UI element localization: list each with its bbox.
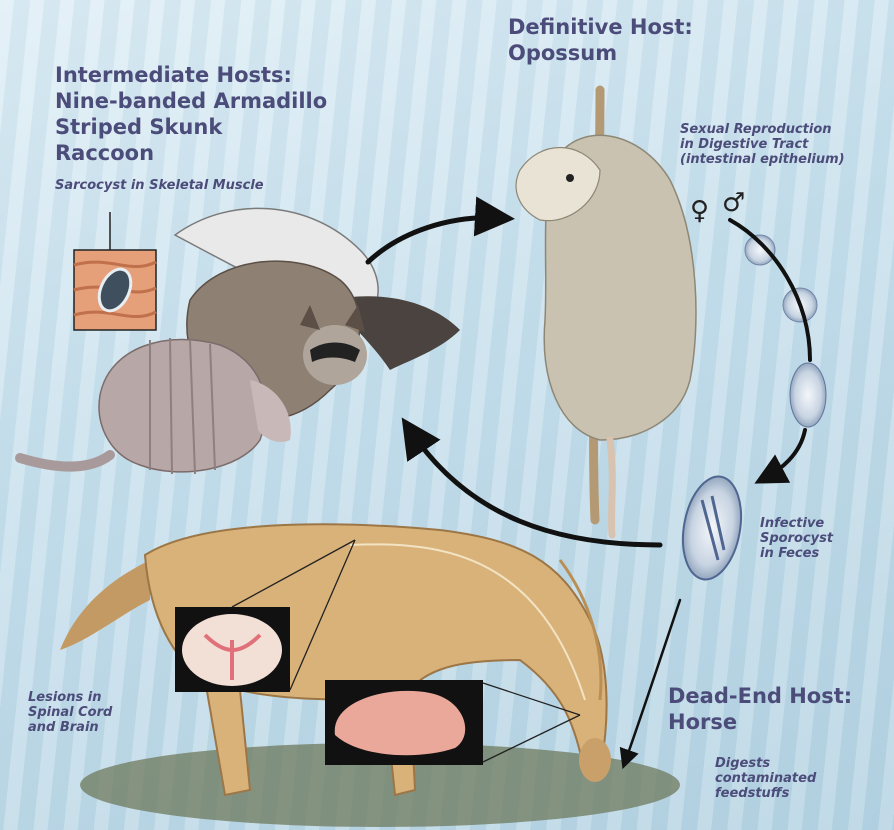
note-line: Sporocyst [760, 531, 833, 546]
note-line: feedstuffs [715, 786, 816, 801]
arrow-to-sporocyst [765, 430, 805, 478]
definitive-title-line: Opossum [508, 40, 693, 66]
note-line: Infective [760, 516, 833, 531]
dead-end-title-line: Horse [668, 709, 852, 735]
digests-feedstuffs-note: Digests contaminated feedstuffs [715, 756, 816, 801]
intermediate-hosts-title: Intermediate Hosts: Nine-banded Armadill… [55, 62, 327, 166]
arrow-intermediate-to-opossum [368, 218, 500, 262]
note-line: contaminated [715, 771, 816, 786]
opossum [516, 90, 696, 535]
note-line: and Brain [28, 720, 112, 735]
note-line: Digests [715, 756, 816, 771]
intermediate-title-line: Intermediate Hosts: [55, 62, 327, 88]
note-line: Lesions in [28, 690, 112, 705]
definitive-host-title: Definitive Host: Opossum [508, 14, 693, 66]
female-symbol: ♀ [690, 196, 709, 226]
lesions-note: Lesions in Spinal Cord and Brain [28, 690, 112, 735]
dead-end-host-title: Dead-End Host: Horse [668, 683, 852, 735]
intermediate-title-line: Striped Skunk [55, 114, 327, 140]
dead-end-title-line: Dead-End Host: [668, 683, 852, 709]
sexual-reproduction-note: Sexual Reproduction in Digestive Tract (… [680, 122, 845, 167]
infective-sporocyst-note: Infective Sporocyst in Feces [760, 516, 833, 561]
arrow-sporocyst-to-horse [625, 600, 680, 762]
sarcocyst-note: Sarcocyst in Skeletal Muscle [55, 178, 264, 193]
male-symbol: ♂ [722, 188, 745, 218]
definitive-title-line: Definitive Host: [508, 14, 693, 40]
note-line: in Digestive Tract [680, 137, 845, 152]
intermediate-title-line: Raccoon [55, 140, 327, 166]
note-line: Sexual Reproduction [680, 122, 845, 137]
intermediate-title-line: Nine-banded Armadillo [55, 88, 327, 114]
sarcocyst-inset [74, 212, 156, 330]
arrow-sporocyst-to-intermediate [410, 430, 660, 545]
note-line: (intestinal epithelium) [680, 152, 845, 167]
note-line: in Feces [760, 546, 833, 561]
note-line: Spinal Cord [28, 705, 112, 720]
